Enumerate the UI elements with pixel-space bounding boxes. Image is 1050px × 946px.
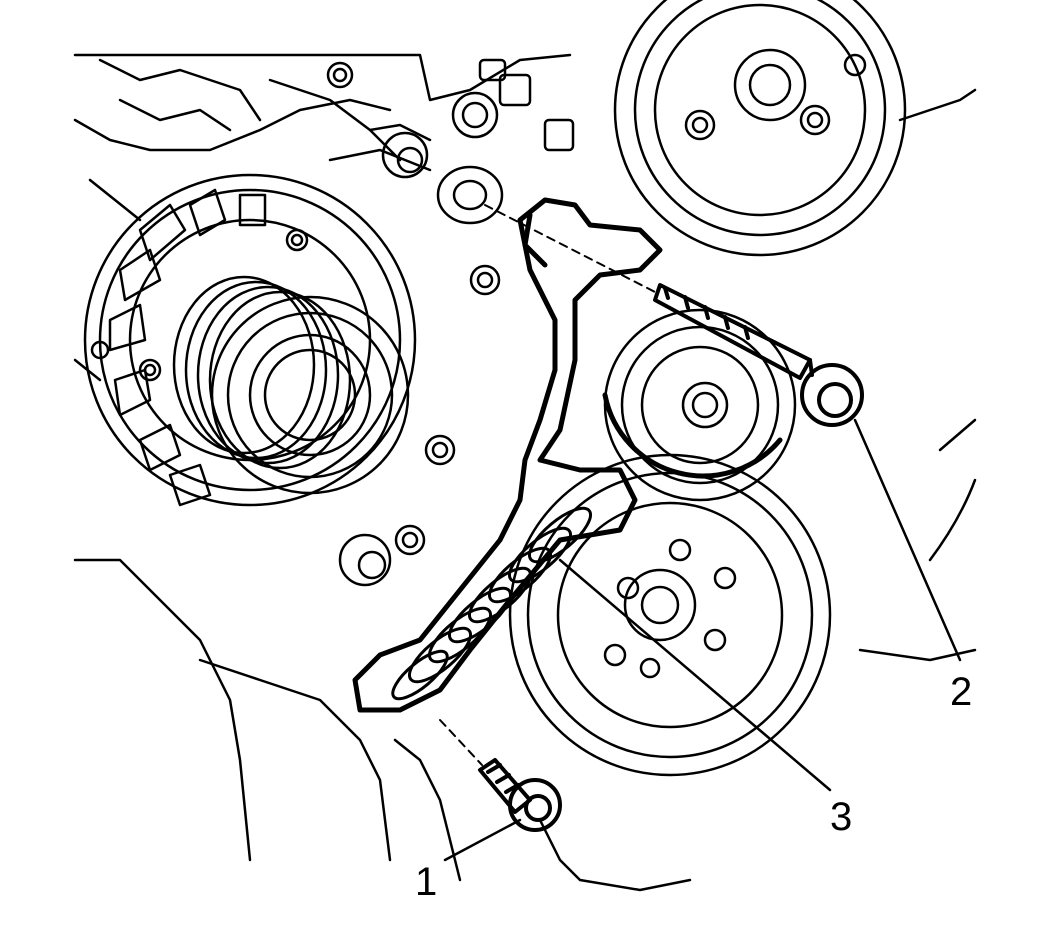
upper-crankshaft-pulley: [613, 0, 907, 257]
upper-bracket: [98, 58, 575, 172]
bolt-2: [653, 283, 864, 427]
tensioner-spring: [391, 506, 592, 701]
tensioner-pulley: [602, 308, 797, 502]
callout-1: 1: [415, 860, 437, 904]
alternator-mount-bolts: [326, 61, 501, 587]
alternator-pulley: [172, 275, 410, 495]
bolt-2-alignment-line: [484, 204, 656, 293]
engine-block-outline: [73, 53, 977, 892]
lower-pulley: [508, 453, 832, 777]
leader-line-2: [853, 418, 962, 662]
idler-pulley: [436, 91, 504, 225]
bolt-1: [439, 719, 562, 832]
callout-3: 3: [830, 795, 852, 839]
leader-line-1: [443, 818, 522, 862]
tensioner-assembly-3: [352, 197, 663, 713]
callout-2: 2: [950, 670, 972, 714]
leader-lines: [443, 418, 962, 862]
leader-line-3: [558, 558, 832, 792]
